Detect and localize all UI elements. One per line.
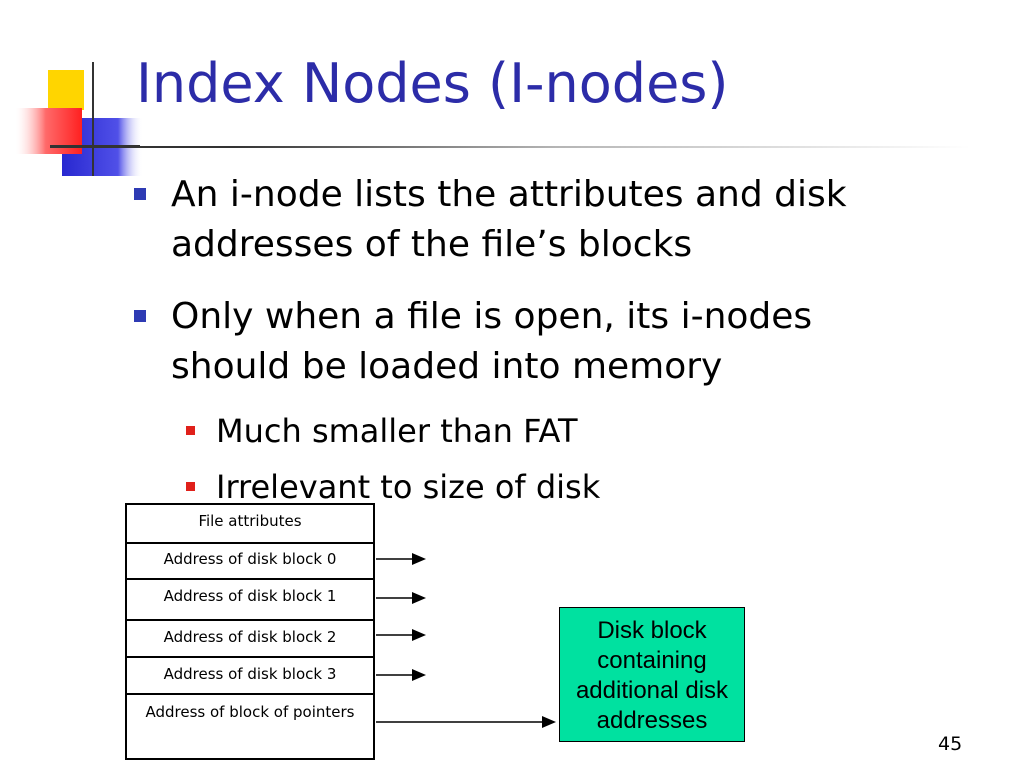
inode-row-block-2: Address of disk block 2: [163, 628, 337, 646]
bullet-line: addresses of the file’s blocks: [171, 224, 693, 265]
arrow-block-1-icon: [412, 592, 426, 604]
bullet-item: Only when a file is open, its i-nodes sh…: [134, 292, 964, 392]
square-bullet-icon: [186, 426, 195, 435]
row-divider: [127, 542, 373, 544]
row-divider: [127, 656, 373, 658]
page-number: 45: [938, 733, 963, 755]
square-bullet-icon: [186, 482, 195, 491]
bullet-line: should be loaded into memory: [171, 346, 723, 387]
square-bullet-icon: [134, 188, 146, 200]
inode-row-block-0: Address of disk block 0: [163, 550, 337, 568]
inode-row-block-of-pointers: Address of block of pointers: [145, 703, 355, 721]
slide-title: Index Nodes (I-nodes): [136, 52, 729, 115]
sub-bullet-item: Much smaller than FAT: [186, 409, 886, 453]
sub-bullet-item: Irrelevant to size of disk: [186, 465, 886, 509]
disk-block-line: containing: [597, 647, 707, 674]
inode-row-file-attributes: File attributes: [198, 512, 302, 530]
arrow-block-3-icon: [412, 669, 426, 681]
title-divider: [50, 146, 970, 148]
disk-block-line: Disk block: [597, 617, 707, 644]
arrow-block-0-icon: [412, 553, 426, 565]
bullet-item: An i-node lists the attributes and disk …: [134, 170, 964, 270]
row-divider: [127, 619, 373, 621]
disk-block-line: addresses: [596, 707, 708, 734]
bullet-line: Only when a file is open, its i-nodes: [171, 296, 813, 337]
row-divider: [127, 578, 373, 580]
arrow-pointer-block-icon: [542, 716, 556, 728]
row-divider: [127, 693, 373, 695]
bullet-line: An i-node lists the attributes and disk: [171, 174, 847, 215]
inode-row-block-3: Address of disk block 3: [163, 665, 337, 683]
disk-block-line: additional disk: [575, 677, 729, 704]
sub-bullet-line: Irrelevant to size of disk: [216, 468, 601, 506]
inode-row-block-1: Address of disk block 1: [163, 587, 337, 605]
arrow-block-2-icon: [412, 629, 426, 641]
sub-bullet-line: Much smaller than FAT: [216, 412, 578, 450]
square-bullet-icon: [134, 310, 146, 322]
disk-block-box: Disk block containing additional disk ad…: [559, 607, 745, 742]
inode-table: File attributes Address of disk block 0 …: [125, 503, 375, 760]
